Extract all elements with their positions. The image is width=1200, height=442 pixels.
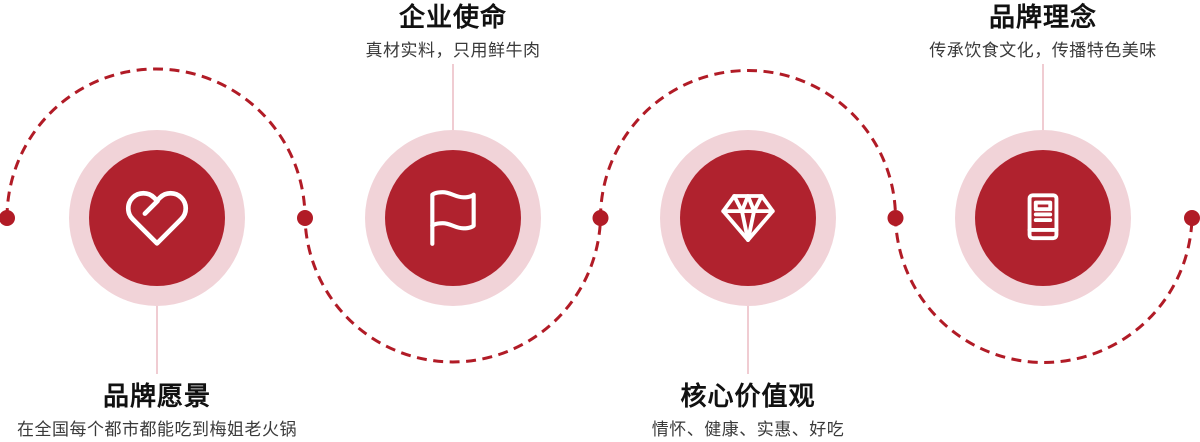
flow-node-dot (887, 210, 904, 226)
circle-inner-brand-philosophy (975, 150, 1111, 286)
book-icon (1027, 193, 1059, 241)
heart-icon (125, 190, 189, 246)
item-subtitle: 在全国每个都市都能吃到梅姐老火锅 (17, 420, 297, 439)
label-corporate-mission: 企业使命 真材实料，只用鲜牛肉 (293, 2, 613, 62)
circle-inner-corporate-mission (385, 150, 521, 286)
flow-node-dot (297, 210, 313, 226)
item-subtitle: 真材实料，只用鲜牛肉 (365, 41, 541, 60)
item-subtitle: 情怀、健康、实惠、好吃 (651, 420, 845, 439)
label-brand-vision: 品牌愿景 在全国每个都市都能吃到梅姐老火锅 (0, 381, 317, 441)
circle-inner-core-values (680, 150, 816, 286)
gem-icon (721, 194, 775, 242)
flow-node-dot (1184, 210, 1200, 226)
connector-line-core-values (747, 300, 749, 374)
item-title: 企业使命 (398, 2, 507, 32)
label-brand-philosophy: 品牌理念 传承饮食文化，传播特色美味 (883, 2, 1200, 62)
circle-brand-philosophy (955, 130, 1131, 306)
item-subtitle: 传承饮食文化，传播特色美味 (929, 41, 1157, 60)
flag-icon (430, 190, 476, 246)
item-title: 品牌愿景 (102, 381, 211, 411)
flow-node-dot (592, 210, 609, 226)
circle-corporate-mission (365, 130, 541, 306)
item-title: 核心价值观 (680, 381, 816, 411)
connector-line-brand-philosophy (1042, 64, 1044, 134)
circle-brand-vision (69, 130, 245, 306)
item-title: 品牌理念 (988, 2, 1097, 32)
connector-line-corporate-mission (452, 64, 454, 134)
label-core-values: 核心价值观 情怀、健康、实惠、好吃 (588, 381, 908, 441)
circle-core-values (660, 130, 836, 306)
connector-line-brand-vision (156, 300, 158, 374)
flow-node-dot (0, 210, 15, 226)
circle-inner-brand-vision (89, 150, 225, 286)
